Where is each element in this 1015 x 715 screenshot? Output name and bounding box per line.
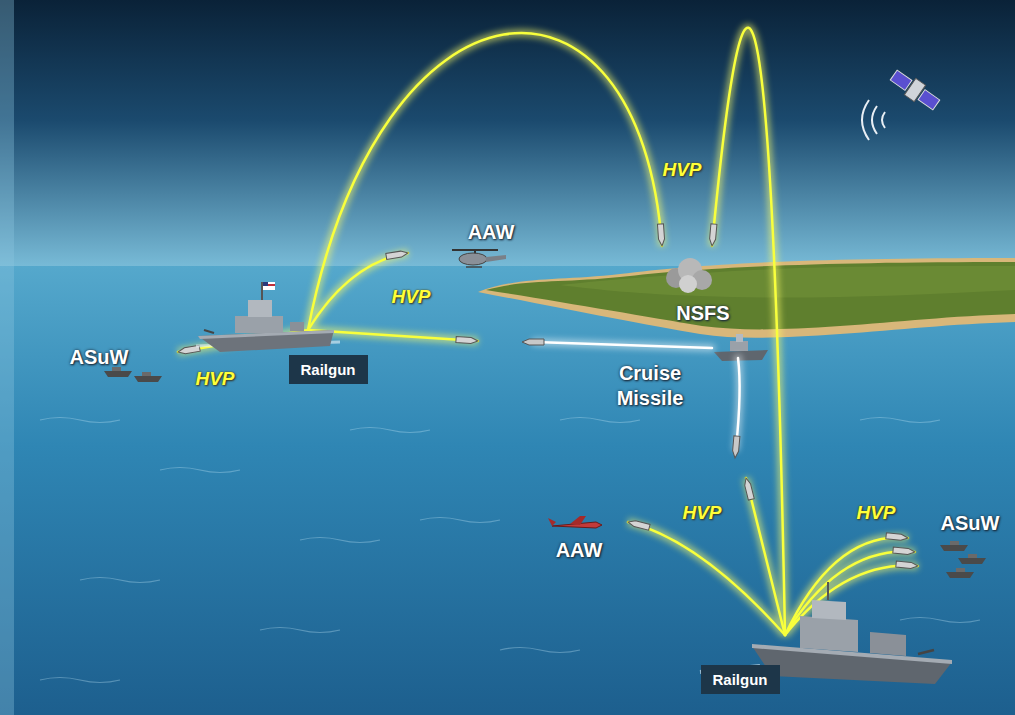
projectile-label: HVP xyxy=(682,502,721,525)
drone xyxy=(548,516,602,528)
signal-waves xyxy=(862,100,885,140)
railgun-label: Railgun xyxy=(713,671,768,688)
target-label: Cruise Missile xyxy=(609,361,691,411)
sea xyxy=(0,266,1015,715)
hvp-trajectories xyxy=(178,28,918,635)
railgun-label: Railgun xyxy=(301,361,356,378)
helicopter xyxy=(452,250,506,267)
target-label: AAW xyxy=(468,220,515,244)
railgun-tag: Railgun xyxy=(701,665,780,694)
target-label: AAW xyxy=(556,538,603,562)
projectile-label: HVP xyxy=(195,368,234,391)
cruise-missiles xyxy=(522,339,740,458)
satellite xyxy=(888,67,942,113)
boats xyxy=(104,367,986,578)
island xyxy=(478,258,1015,338)
target-label: ASuW xyxy=(941,511,1000,535)
trajectory-glow xyxy=(178,28,918,635)
waves xyxy=(40,418,980,683)
destroyer-left xyxy=(196,282,340,352)
cruise-missile-trail xyxy=(535,342,740,448)
target-label: NSFS xyxy=(676,301,729,325)
projectile-label: HVP xyxy=(856,502,895,525)
hvp-projectiles xyxy=(177,224,918,569)
projectile-label: HVP xyxy=(391,286,430,309)
projectile-label: HVP xyxy=(662,159,701,182)
railgun-tag: Railgun xyxy=(289,355,368,384)
target-label: ASuW xyxy=(70,345,129,369)
edge-strip xyxy=(0,0,14,715)
explosion xyxy=(666,258,712,293)
sky xyxy=(0,0,1015,268)
